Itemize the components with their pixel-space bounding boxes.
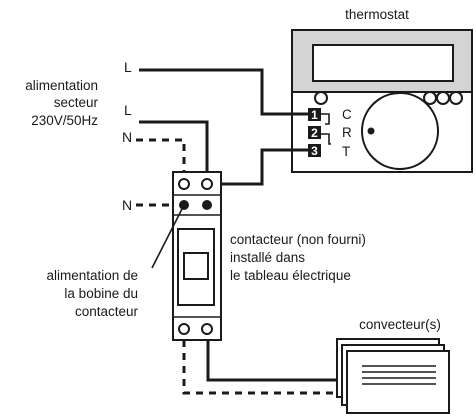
neutral-label-mid: N	[122, 197, 132, 213]
coil-terminal-icon	[179, 200, 189, 210]
internal-link-1	[321, 113, 330, 125]
terminal-1	[308, 108, 321, 121]
supply-label-line1: alimentation	[25, 78, 98, 93]
indicator-light-icon	[314, 91, 328, 105]
convectors: convecteur(s)	[336, 317, 450, 414]
thermostat-title: thermostat	[345, 7, 409, 22]
phase-label-mid: L	[124, 102, 132, 118]
terminal-2-label: 2	[311, 126, 318, 140]
terminal-t-label: T	[342, 144, 350, 159]
button-icon	[436, 91, 450, 105]
convector-label: convecteur(s)	[359, 317, 441, 332]
phase-label-top: L	[124, 59, 132, 75]
supply-label-line3: 230V/50Hz	[31, 113, 98, 128]
supply-label-line2: secteur	[54, 95, 99, 110]
screw-terminal-icon	[178, 178, 190, 190]
button-icon	[449, 91, 463, 105]
terminal-2	[308, 126, 321, 139]
phase-wire-to-contactor	[139, 120, 209, 172]
supply-labels: alimentation secteur 230V/50Hz L L N N	[25, 59, 132, 213]
screw-terminal-icon	[178, 323, 190, 335]
terminal-3-label: 3	[311, 144, 318, 158]
internal-link-2	[321, 133, 331, 145]
neutral-label-top: N	[122, 129, 132, 145]
contactor	[172, 171, 222, 341]
coil-terminal-icon	[202, 200, 212, 210]
contactor-to-thermostat-t	[214, 148, 308, 186]
coil-label-line1: alimentation de	[46, 268, 138, 283]
screw-terminal-icon	[201, 323, 213, 335]
contactor-label-line2: installé dans	[230, 250, 305, 265]
thermostat-dial-icon	[361, 92, 439, 170]
contactor-to-convector-phase	[206, 340, 345, 382]
coil-label-line2: la bobine du	[64, 286, 138, 301]
contactor-to-convector-neutral	[182, 340, 345, 395]
screw-terminal-icon	[201, 178, 213, 190]
coil-leader-line	[151, 206, 184, 269]
dial-marker-icon	[367, 127, 375, 135]
terminal-r-label: R	[342, 125, 352, 140]
terminal-c-label: C	[342, 107, 352, 122]
contactor-labels: contacteur (non fourni) installé dans le…	[230, 232, 366, 283]
contactor-window	[183, 252, 209, 280]
phase-wire-to-thermostat	[139, 68, 308, 116]
terminal-1-label: 1	[311, 108, 318, 122]
contactor-label-line3: le tableau électrique	[230, 268, 351, 283]
wires	[136, 68, 345, 395]
thermostat-display	[312, 44, 454, 82]
thermostat-unit: thermostat 1 2 3 C R T	[291, 7, 473, 173]
terminal-3	[308, 144, 321, 157]
coil-labels: alimentation de la bobine du contacteur	[46, 206, 184, 319]
convector-panel-front	[346, 350, 450, 414]
coil-label-line3: contacteur	[75, 304, 139, 319]
neutral-wire-top	[136, 138, 186, 172]
contactor-label-line1: contacteur (non fourni)	[230, 232, 366, 247]
